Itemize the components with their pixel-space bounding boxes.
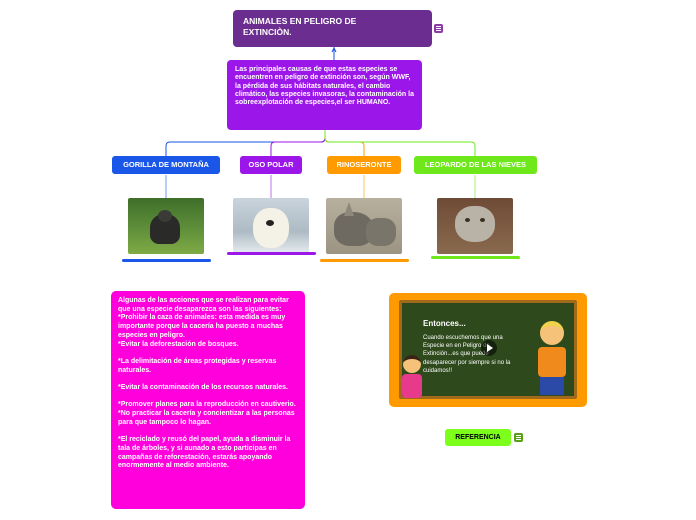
main-title-text: ANIMALES EN PELIGRO DE EXTINCIÒN. — [243, 16, 356, 37]
reference-node[interactable]: REFERENCIA — [445, 429, 511, 446]
note-icon[interactable] — [514, 433, 523, 442]
board-text: Cuando escuchemos que una Especie en en … — [423, 334, 519, 375]
actions-text: Algunas de las acciones que se realizan … — [118, 297, 298, 471]
snow-leopard-photo[interactable] — [437, 198, 513, 254]
play-icon[interactable] — [481, 340, 497, 356]
animal-node-gorilla[interactable]: GORILLA DE MONTAÑA — [112, 156, 220, 174]
animal-label: LEOPARDO DE LAS NIEVES — [425, 160, 526, 169]
actions-node[interactable]: Algunas de las acciones que se realizan … — [111, 291, 305, 509]
note-icon[interactable] — [434, 24, 443, 33]
reference-label: REFERENCIA — [455, 434, 501, 441]
causes-node[interactable]: Las principales causas de que estas espe… — [227, 60, 422, 130]
animal-label: GORILLA DE MONTAÑA — [123, 160, 209, 169]
main-title-node[interactable]: ANIMALES EN PELIGRO DE EXTINCIÒN. — [233, 10, 432, 47]
animal-node-polar-bear[interactable]: OSO POLAR — [240, 156, 302, 174]
rhino-photo[interactable] — [326, 198, 402, 254]
gorilla-underline — [122, 259, 211, 262]
cartoon-boy — [534, 321, 570, 397]
rhino-underline — [320, 259, 409, 262]
animal-node-snow-leopard[interactable]: LEOPARDO DE LAS NIEVES — [414, 156, 537, 174]
polar-bear-photo[interactable] — [233, 198, 309, 254]
animal-label: RINOSERONTE — [336, 160, 391, 169]
causes-text: Las principales causas de que estas espe… — [235, 66, 414, 106]
snow-leopard-underline — [431, 256, 520, 259]
gorilla-photo[interactable] — [128, 198, 204, 254]
video-chalkboard[interactable]: Entonces... Cuando escuchemos que una Es… — [399, 300, 577, 399]
polar-bear-underline — [227, 252, 316, 255]
board-title: Entonces... — [423, 319, 466, 328]
animal-label: OSO POLAR — [248, 160, 293, 169]
cartoon-girl — [399, 355, 425, 401]
animal-node-rhino[interactable]: RINOSERONTE — [327, 156, 401, 174]
